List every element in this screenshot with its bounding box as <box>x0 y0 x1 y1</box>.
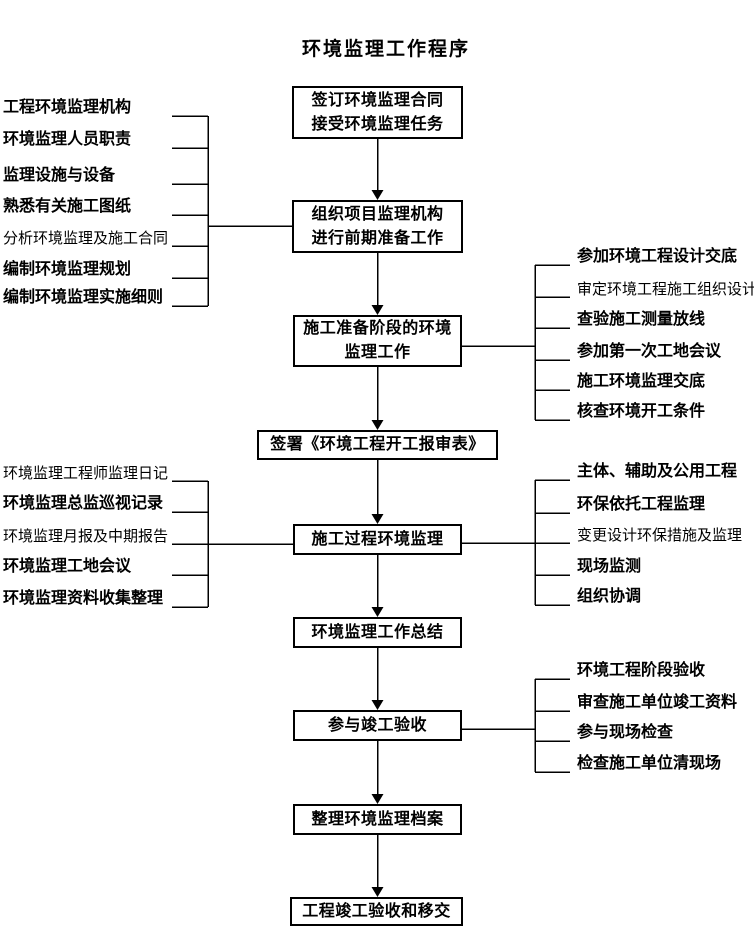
arrowhead-icon <box>371 607 384 617</box>
flow-box-organize-preparation: 组织项目监理机构 进行前期准备工作 <box>292 200 463 253</box>
right-label: 参加第一次工地会议 <box>577 343 722 360</box>
left-bracket-1 <box>172 115 292 307</box>
left-label: 环境监理工程师监理日记 <box>3 465 169 482</box>
right-label: 主体、辅助及公用工程 <box>577 463 738 480</box>
right-bracket-2 <box>462 479 570 606</box>
arrowhead-icon <box>371 514 384 524</box>
right-label: 环境工程阶段验收 <box>577 662 706 679</box>
right-label: 审查施工单位竣工资料 <box>577 694 738 711</box>
right-label: 变更设计环保措施及监理 <box>577 527 743 544</box>
right-label: 查验施工测量放线 <box>577 311 706 328</box>
arrowhead-icon <box>371 190 384 200</box>
left-label: 环境监理月报及中期报告 <box>3 528 169 545</box>
right-label: 组织协调 <box>577 588 642 605</box>
arrowhead-icon <box>371 794 384 804</box>
right-bracket-3 <box>462 678 570 773</box>
left-label: 环境监理工地会议 <box>3 558 132 575</box>
right-label: 参加环境工程设计交底 <box>577 248 738 265</box>
right-label: 现场监测 <box>577 558 642 575</box>
flow-box-completion-acceptance: 参与竣工验收 <box>293 710 462 741</box>
right-label: 核查环境开工条件 <box>577 403 706 420</box>
left-label: 熟悉有关施工图纸 <box>3 198 132 215</box>
right-label: 审定环境工程施工组织设计 <box>577 281 754 298</box>
left-label: 工程环境监理机构 <box>3 99 132 116</box>
left-label: 环境监理资料收集整理 <box>3 590 164 607</box>
left-label: 分析环境监理及施工合同 <box>3 230 169 247</box>
flow-box-archive: 整理环境监理档案 <box>293 804 462 835</box>
right-label: 参与现场检查 <box>577 724 674 741</box>
flow-box-sign-start-report: 签署《环境工程开工报审表》 <box>257 430 498 460</box>
arrowhead-icon <box>371 420 384 430</box>
flow-box-process-supervision: 施工过程环境监理 <box>293 524 462 555</box>
flow-box-prep-stage-supervision: 施工准备阶段的环境 监理工作 <box>293 315 462 367</box>
arrowhead-icon <box>371 887 384 897</box>
left-label: 环境监理人员职责 <box>3 131 132 148</box>
diagram-title: 环境监理工作程序 <box>301 39 470 60</box>
left-label: 编制环境监理规划 <box>3 261 132 278</box>
flow-box-handover: 工程竣工验收和移交 <box>290 897 463 926</box>
right-label: 检查施工单位清现场 <box>577 755 722 772</box>
arrowhead-icon <box>371 305 384 315</box>
flow-box-work-summary: 环境监理工作总结 <box>293 617 462 648</box>
left-label: 环境监理总监巡视记录 <box>3 495 164 512</box>
arrowhead-icon <box>371 700 384 710</box>
left-label: 监理设施与设备 <box>3 167 116 184</box>
left-bracket-2 <box>172 480 293 608</box>
left-label: 编制环境监理实施细则 <box>3 289 164 306</box>
right-label: 施工环境监理交底 <box>577 373 706 390</box>
right-bracket-1 <box>462 264 570 421</box>
right-label: 环保依托工程监理 <box>577 496 706 513</box>
flow-box-sign-contract: 签订环境监理合同 接受环境监理任务 <box>292 86 463 139</box>
